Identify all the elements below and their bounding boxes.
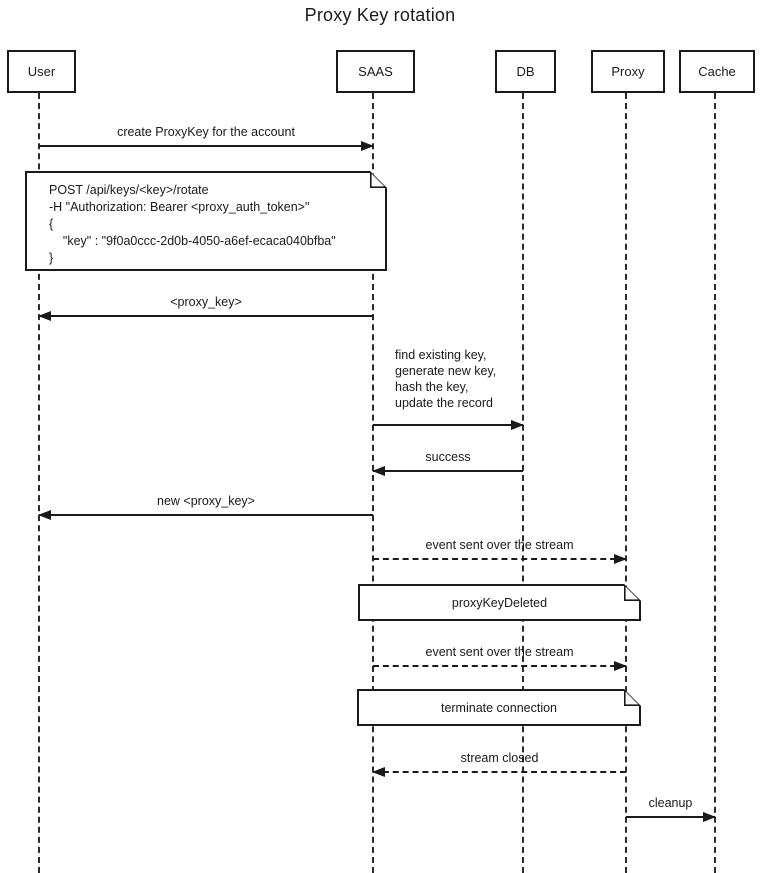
note-text: terminate connection — [440, 700, 558, 715]
arrowhead-right-icon — [511, 420, 524, 430]
message-label: find existing key, generate new key, has… — [395, 348, 497, 410]
message-label: new <proxy_key> — [157, 494, 255, 508]
message-line — [39, 315, 373, 317]
message-line — [373, 665, 626, 667]
message-label: event sent over the stream — [425, 645, 574, 659]
arrowhead-right-icon — [703, 812, 716, 822]
actor-saas: SAAS — [336, 50, 415, 93]
arrowhead-left-icon — [38, 311, 51, 321]
message-label: create ProxyKey for the account — [117, 125, 295, 139]
arrowhead-left-icon — [372, 466, 385, 476]
actor-db: DB — [495, 50, 556, 93]
lifeline-cache — [714, 93, 716, 873]
note-text: POST /api/keys/<key>/rotate -H "Authoriz… — [49, 183, 336, 265]
message-line — [39, 145, 373, 147]
actor-proxy: Proxy — [591, 50, 665, 93]
message-line — [373, 771, 626, 773]
note-fold-icon — [624, 689, 641, 706]
note-rotate-request: POST /api/keys/<key>/rotate -H "Authoriz… — [25, 171, 387, 271]
message-label: stream closed — [460, 751, 539, 765]
message-line — [373, 558, 626, 560]
diagram-title: Proxy Key rotation — [304, 5, 456, 25]
arrowhead-right-icon — [614, 661, 627, 671]
note-text: proxyKeyDeleted — [451, 595, 548, 610]
lifeline-saas — [372, 93, 374, 873]
note-terminate-connection: terminate connection — [357, 689, 641, 726]
note-fold-icon — [370, 171, 387, 188]
note-proxy-key-deleted: proxyKeyDeleted — [358, 584, 641, 621]
note-fold-icon — [624, 584, 641, 601]
lifeline-proxy — [625, 93, 627, 873]
message-label: event sent over the stream — [425, 538, 574, 552]
arrowhead-left-icon — [38, 510, 51, 520]
message-line — [39, 514, 373, 516]
message-line — [373, 424, 523, 426]
message-label: <proxy_key> — [170, 295, 242, 309]
actor-cache: Cache — [679, 50, 755, 93]
arrowhead-left-icon — [372, 767, 385, 777]
actor-user: User — [7, 50, 76, 93]
lifeline-db — [522, 93, 524, 873]
arrowhead-right-icon — [614, 554, 627, 564]
arrowhead-right-icon — [361, 141, 374, 151]
message-label: success — [425, 450, 471, 464]
message-label: cleanup — [648, 796, 693, 810]
message-line — [373, 470, 523, 472]
lifeline-user — [38, 93, 40, 873]
message-line — [626, 816, 715, 818]
